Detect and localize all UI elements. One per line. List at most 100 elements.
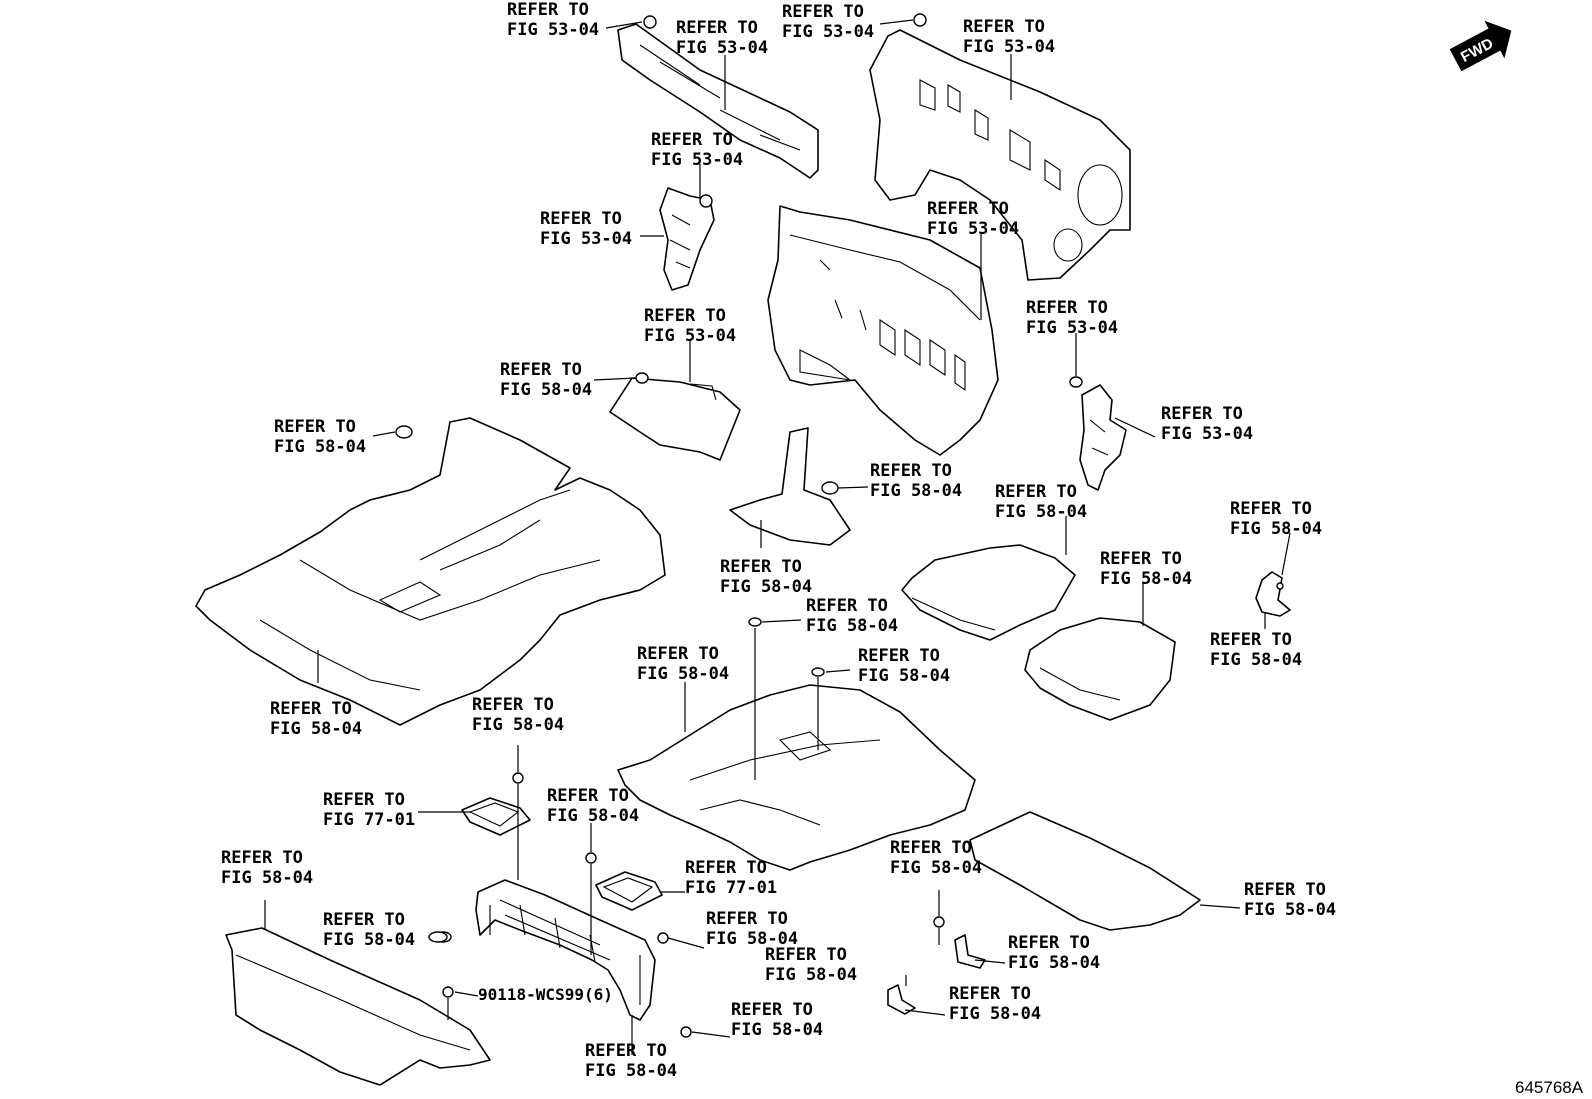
svg-text:REFER TO: REFER TO <box>782 2 864 22</box>
svg-text:REFER TO: REFER TO <box>270 699 352 719</box>
svg-text:REFER TO: REFER TO <box>651 130 733 150</box>
svg-text:REFER TO: REFER TO <box>323 910 405 930</box>
svg-text:REFER TO: REFER TO <box>1008 933 1090 953</box>
svg-text:FIG 58-04: FIG 58-04 <box>765 965 857 985</box>
svg-text:FIG 53-04: FIG 53-04 <box>1026 318 1118 338</box>
svg-text:FIG 58-04: FIG 58-04 <box>995 502 1087 522</box>
rear-silencer-box-1 <box>901 544 1076 641</box>
svg-text:FIG 58-04: FIG 58-04 <box>500 380 592 400</box>
svg-text:FIG 58-04: FIG 58-04 <box>323 930 415 950</box>
svg-text:REFER TO: REFER TO <box>507 0 589 20</box>
svg-text:REFER TO: REFER TO <box>274 417 356 437</box>
svg-text:FIG 58-04: FIG 58-04 <box>1100 569 1192 589</box>
svg-text:FIG 58-04: FIG 58-04 <box>890 858 982 878</box>
svg-text:FIG 58-04: FIG 58-04 <box>221 868 313 888</box>
svg-text:FIG 58-04: FIG 58-04 <box>274 437 366 457</box>
small-insulator-right <box>1069 376 1127 491</box>
floor-silencer-pad <box>609 372 741 461</box>
svg-text:REFER TO: REFER TO <box>927 199 1009 219</box>
svg-text:REFER TO: REFER TO <box>547 786 629 806</box>
svg-text:FIG 53-04: FIG 53-04 <box>644 326 736 346</box>
svg-text:REFER TO: REFER TO <box>644 306 726 326</box>
svg-text:FIG 58-04: FIG 58-04 <box>1244 900 1336 920</box>
svg-text:FIG 58-04: FIG 58-04 <box>472 715 564 735</box>
floor-clip-1 <box>954 934 986 969</box>
svg-text:REFER TO: REFER TO <box>1161 404 1243 424</box>
svg-text:REFER TO: REFER TO <box>500 360 582 380</box>
svg-text:REFER TO: REFER TO <box>1210 630 1292 650</box>
svg-text:REFER TO: REFER TO <box>706 909 788 929</box>
rear-silencer-box-2 <box>1024 617 1176 721</box>
svg-text:FIG 58-04: FIG 58-04 <box>1210 650 1302 670</box>
small-insulator-left <box>659 187 715 291</box>
svg-text:REFER TO: REFER TO <box>637 644 719 664</box>
svg-text:FIG 77-01: FIG 77-01 <box>685 878 777 898</box>
svg-text:REFER TO: REFER TO <box>720 557 802 577</box>
dash-insulator-outer <box>869 29 1131 281</box>
svg-text:FIG 58-04: FIG 58-04 <box>720 577 812 597</box>
svg-text:FIG 58-04: FIG 58-04 <box>547 806 639 826</box>
svg-text:FIG 53-04: FIG 53-04 <box>927 219 1019 239</box>
dash-insulator-inner <box>767 205 999 456</box>
svg-text:FIG 58-04: FIG 58-04 <box>1230 519 1322 539</box>
fwd-arrow-icon: FWD <box>1449 20 1512 72</box>
leader-lines <box>264 19 1291 1055</box>
svg-text:REFER TO: REFER TO <box>731 1000 813 1020</box>
svg-text:REFER TO: REFER TO <box>472 695 554 715</box>
svg-text:FIG 53-04: FIG 53-04 <box>676 38 768 58</box>
console-tray-2 <box>595 871 663 911</box>
svg-text:REFER TO: REFER TO <box>221 848 303 868</box>
svg-text:REFER TO: REFER TO <box>1244 880 1326 900</box>
part-number-label: 90118-WCS99(6) <box>478 985 613 1004</box>
svg-text:FIG 58-04: FIG 58-04 <box>585 1061 677 1081</box>
svg-text:REFER TO: REFER TO <box>585 1041 667 1061</box>
svg-text:FIG 58-04: FIG 58-04 <box>806 616 898 636</box>
svg-text:REFER TO: REFER TO <box>995 482 1077 502</box>
dash-silencer-strip <box>617 23 819 179</box>
svg-text:REFER TO: REFER TO <box>949 984 1031 1004</box>
svg-text:FIG 53-04: FIG 53-04 <box>782 22 874 42</box>
svg-text:REFER TO: REFER TO <box>1026 298 1108 318</box>
svg-text:REFER TO: REFER TO <box>765 945 847 965</box>
svg-text:REFER TO: REFER TO <box>963 17 1045 37</box>
svg-text:FIG 58-04: FIG 58-04 <box>1008 953 1100 973</box>
svg-text:FIG 53-04: FIG 53-04 <box>651 150 743 170</box>
svg-text:FIG 58-04: FIG 58-04 <box>706 929 798 949</box>
right-clip <box>1255 571 1291 617</box>
floor-clip-2 <box>887 984 916 1015</box>
luggage-mat <box>969 811 1201 931</box>
front-floor-carpet <box>195 417 666 726</box>
oval-marker <box>428 931 448 943</box>
svg-text:FIG 53-04: FIG 53-04 <box>1161 424 1253 444</box>
foot-rest-pad <box>729 427 851 546</box>
